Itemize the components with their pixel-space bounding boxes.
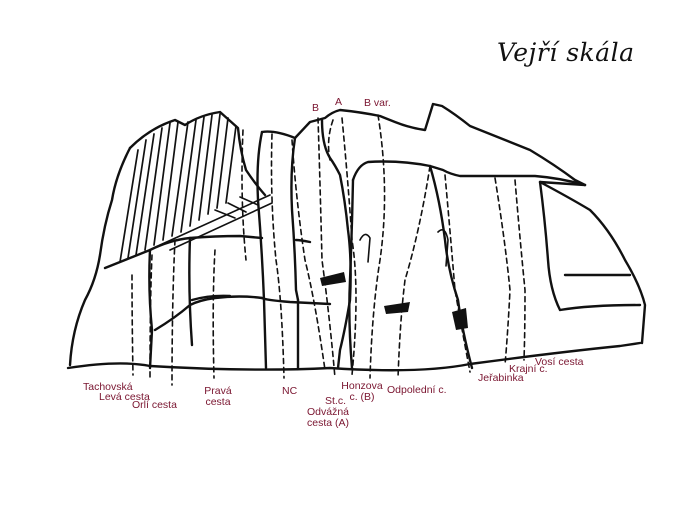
- label-odpoledni: Odpolední c.: [387, 384, 447, 396]
- diagonal-ledge: [159, 194, 273, 251]
- label-prava-line2: cesta: [205, 396, 231, 408]
- central-pillar-left: [256, 130, 268, 370]
- left-mid-ledge: [103, 234, 264, 270]
- crack-detail: [359, 229, 449, 267]
- label-odvazna-line2: cesta (A): [306, 417, 349, 429]
- label-prava-cesta: Pravá cesta: [200, 386, 236, 408]
- left-blocks: [148, 236, 264, 370]
- right-face-lines: [538, 180, 642, 312]
- overhang-mid: [384, 302, 410, 314]
- label-a: A: [335, 96, 343, 108]
- overhang-left: [320, 272, 346, 286]
- lower-blocks: [190, 238, 332, 370]
- label-odvazna-cesta: Odvážná cesta (A): [303, 407, 353, 429]
- left-pillar-top: [128, 110, 267, 197]
- label-stc: St.c.: [325, 395, 347, 407]
- label-tachovska: Tachovská: [83, 381, 133, 393]
- label-honzova-line1: Honzova: [341, 380, 383, 392]
- left-outline: [68, 146, 132, 367]
- label-orli-cesta: Orlí cesta: [132, 399, 177, 411]
- right-block-outline: [351, 160, 587, 187]
- label-honzova-line2: c. (B): [349, 391, 375, 403]
- right-outline: [538, 180, 647, 345]
- label-b-var: B var.: [364, 97, 391, 109]
- right-block-left-edge: [348, 178, 355, 370]
- label-krajni: Krajní c.: [509, 363, 548, 375]
- label-b: B: [312, 102, 320, 114]
- page-title: Vejří skála: [497, 38, 635, 67]
- central-pillar-mid: [290, 136, 300, 302]
- ground-line: [66, 341, 642, 372]
- label-odvazna-line1: Odvážná: [306, 406, 350, 418]
- right-block-divider: [428, 164, 474, 370]
- pillar-hatching: [119, 113, 237, 263]
- route-lines: [131, 114, 526, 386]
- label-vosi-cesta: Vosí cesta: [535, 356, 584, 368]
- central-top-outline: [260, 102, 587, 187]
- label-prava-line1: Pravá: [204, 385, 232, 397]
- label-jerabinka: Jeřabinka: [478, 372, 524, 384]
- label-leva-cesta: Levá cesta: [99, 391, 150, 403]
- label-honzova-cesta: Honzova c. (B): [340, 381, 384, 403]
- label-nc: NC: [282, 385, 298, 397]
